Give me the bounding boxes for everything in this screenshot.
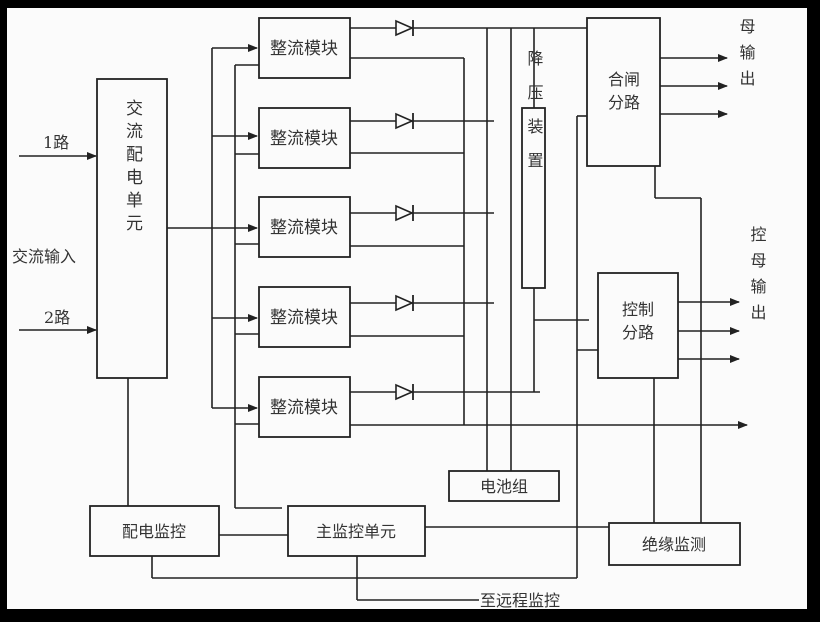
svg-text:绝缘监测: 绝缘监测 (642, 535, 706, 554)
rectifier-module-4: 整流模块 (258, 286, 351, 348)
diode-icon (395, 294, 414, 312)
svg-text:整流模块: 整流模块 (270, 218, 338, 238)
diode-icon (395, 383, 414, 401)
main-monitoring-unit-box: 主监控单元 (287, 505, 426, 557)
power-distribution-monitor-box: 配电监控 (89, 505, 220, 557)
step-down-device: 降压装置 (521, 50, 546, 289)
diode-icon (395, 19, 414, 37)
insulation-monitor-box: 绝缘监测 (608, 522, 741, 566)
ac-distribution-unit-box (96, 78, 168, 379)
power-system-diagram: 1路 2路 交流输入 交流配电单元 整流模块 整流模块 整流模块 整流模块 整流… (12, 8, 767, 609)
ac-input-label: 交流输入 (12, 247, 76, 266)
input-2-label: 2路 (44, 308, 70, 327)
diode-icon (395, 112, 414, 130)
svg-text:合闸: 合闸 (608, 70, 640, 89)
svg-text:配电监控: 配电监控 (122, 522, 186, 541)
rectifier-module-1: 整流模块 (258, 17, 351, 79)
svg-text:分路: 分路 (622, 323, 654, 342)
svg-text:降压装置: 降压装置 (525, 50, 544, 186)
ac-distribution-unit-label: 交流配电单元 (122, 99, 143, 237)
closing-bus-output-label: 合母输出 (737, 8, 756, 96)
svg-text:整流模块: 整流模块 (270, 129, 338, 149)
input-1-label: 1路 (43, 133, 69, 152)
rectifier-module-5: 整流模块 (258, 376, 351, 438)
control-branch-box: 控制 分路 (597, 272, 679, 379)
svg-text:整流模块: 整流模块 (270, 398, 338, 418)
rectifier-module-3: 整流模块 (258, 196, 351, 258)
battery-box: 电池组 (448, 470, 560, 502)
remote-monitoring-label: 至远程监控 (480, 591, 560, 609)
closing-branch-box: 合闸 分路 (586, 17, 661, 167)
svg-text:电池组: 电池组 (480, 477, 528, 496)
svg-text:整流模块: 整流模块 (270, 308, 338, 328)
svg-text:整流模块: 整流模块 (270, 39, 338, 59)
control-bus-output-label: 控母输出 (748, 226, 767, 330)
svg-text:控制: 控制 (622, 300, 654, 319)
svg-text:分路: 分路 (608, 93, 640, 112)
diode-icon (395, 204, 414, 222)
svg-text:主监控单元: 主监控单元 (316, 522, 396, 541)
diagram-canvas: 1路 2路 交流输入 交流配电单元 整流模块 整流模块 整流模块 整流模块 整流… (7, 8, 807, 609)
rectifier-module-2: 整流模块 (258, 107, 351, 169)
